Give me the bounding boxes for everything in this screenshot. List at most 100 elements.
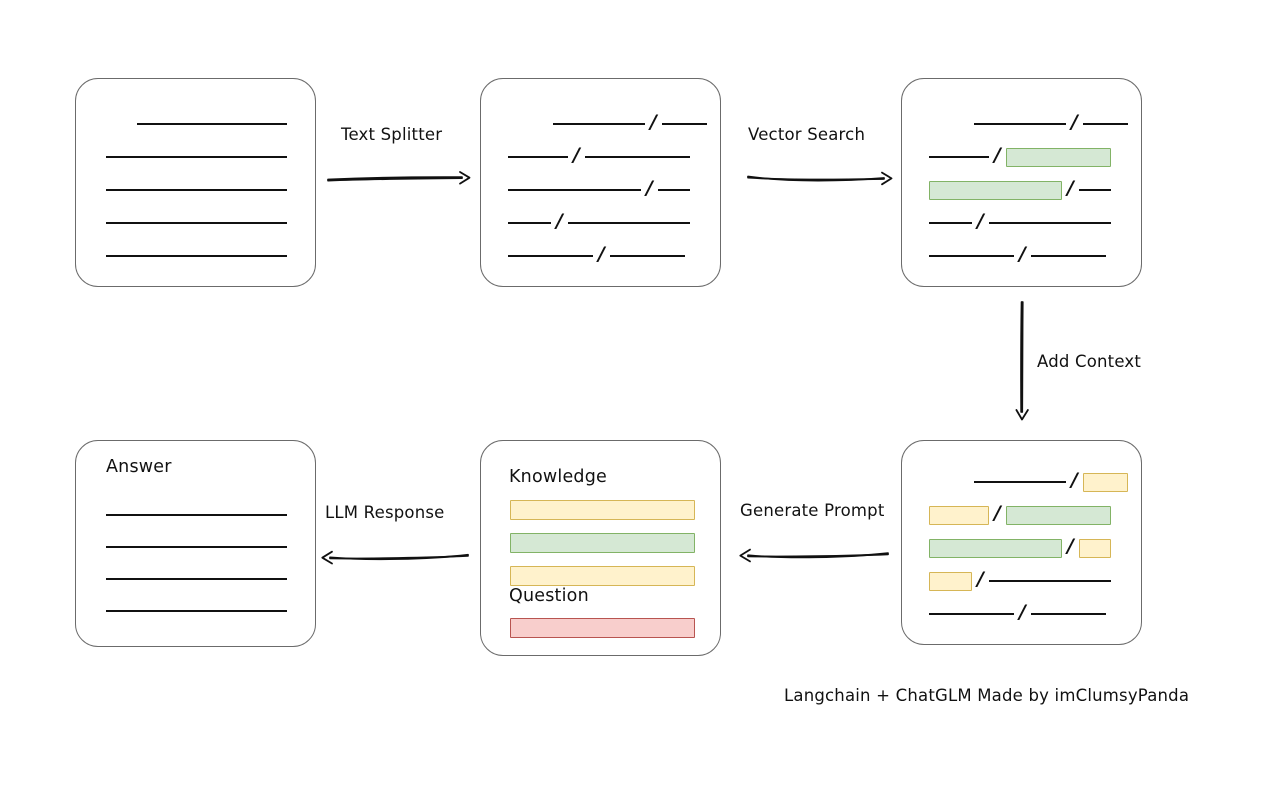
- document-line: [106, 602, 287, 620]
- text-underline: [106, 578, 287, 580]
- prompt-box[interactable]: Knowledge Question: [480, 440, 721, 656]
- line-slash: /: [994, 143, 1001, 166]
- document-line: /: [508, 209, 690, 232]
- text-underline: [929, 613, 1014, 615]
- text-underline: [137, 123, 287, 125]
- line-slash: /: [977, 567, 984, 590]
- document-line: /: [508, 242, 685, 265]
- document-line: [106, 506, 287, 524]
- answer-box[interactable]: Answer: [75, 440, 316, 647]
- vector-matched-document-rows: / / / / /: [902, 79, 1141, 286]
- arrow-llm-response: [321, 550, 469, 565]
- document-line: /: [974, 110, 1128, 133]
- source-document-box[interactable]: [75, 78, 316, 287]
- line-slash: /: [650, 110, 657, 133]
- highlight-yellow: [1078, 538, 1111, 558]
- text-underline: [106, 156, 287, 158]
- text-underline: [1078, 189, 1111, 191]
- edge-label-add-context: Add Context: [1037, 352, 1142, 371]
- source-document-rows: [76, 79, 315, 286]
- text-underline: [988, 222, 1111, 224]
- line-slash: /: [1067, 176, 1074, 199]
- text-underline: [929, 255, 1014, 257]
- text-underline: [508, 156, 568, 158]
- line-slash: /: [573, 143, 580, 166]
- document-line: /: [929, 600, 1106, 623]
- edge-label-vector-search: Vector Search: [748, 125, 866, 144]
- document-line: /: [929, 209, 1111, 232]
- knowledge-bar: [510, 500, 695, 520]
- line-slash: /: [1071, 110, 1078, 133]
- document-line: /: [929, 176, 1111, 200]
- document-line: [106, 181, 287, 199]
- split-document-rows: / / / / /: [481, 79, 720, 286]
- text-underline: [106, 222, 287, 224]
- knowledge-bar: [510, 566, 695, 586]
- knowledge-bar: [510, 533, 695, 553]
- text-underline: [508, 255, 593, 257]
- arrow-add-context: [1015, 301, 1029, 421]
- highlight-green: [929, 180, 1062, 200]
- highlight-green: [929, 538, 1062, 558]
- text-underline: [609, 255, 685, 257]
- text-underline: [106, 189, 287, 191]
- question-bar: [510, 618, 695, 638]
- text-underline: [508, 222, 551, 224]
- question-title: Question: [509, 586, 589, 606]
- context-added-document-box[interactable]: /////: [901, 440, 1142, 645]
- document-line: /: [929, 501, 1111, 525]
- text-underline: [1030, 255, 1106, 257]
- document-line: /: [929, 143, 1111, 167]
- line-slash: /: [1019, 600, 1026, 623]
- text-underline: [657, 189, 690, 191]
- arrow-generate-prompt: [739, 548, 889, 563]
- document-line: /: [553, 110, 707, 133]
- document-line: [137, 115, 287, 133]
- text-underline: [106, 255, 287, 257]
- text-underline: [553, 123, 645, 125]
- text-underline: [106, 546, 287, 548]
- line-slash: /: [977, 209, 984, 232]
- edge-label-generate-prompt: Generate Prompt: [740, 501, 885, 520]
- context-added-document-rows: /////: [902, 441, 1141, 644]
- text-underline: [974, 123, 1066, 125]
- document-line: [106, 214, 287, 232]
- line-slash: /: [994, 501, 1001, 524]
- document-line: [106, 570, 287, 588]
- text-underline: [661, 123, 707, 125]
- text-underline: [1082, 123, 1128, 125]
- line-slash: /: [1019, 242, 1026, 265]
- answer-rows: [76, 441, 315, 646]
- text-underline: [929, 156, 989, 158]
- arrow-vector-search: [747, 171, 893, 186]
- document-line: /: [508, 143, 690, 166]
- text-underline: [567, 222, 690, 224]
- text-underline: [929, 222, 972, 224]
- highlight-yellow: [929, 571, 972, 591]
- document-line: /: [974, 470, 1128, 492]
- footer-credit: Langchain + ChatGLM Made by imClumsyPand…: [784, 686, 1190, 705]
- text-underline: [508, 189, 641, 191]
- document-line: /: [929, 567, 1111, 591]
- edge-label-text-splitter: Text Splitter: [341, 125, 443, 144]
- vector-matched-document-box[interactable]: / / / / /: [901, 78, 1142, 287]
- document-line: /: [929, 242, 1106, 265]
- line-slash: /: [598, 242, 605, 265]
- document-line: /: [508, 178, 690, 199]
- text-underline: [106, 610, 287, 612]
- text-underline: [584, 156, 690, 158]
- highlight-green: [1005, 147, 1111, 167]
- highlight-yellow: [929, 505, 989, 525]
- highlight-yellow: [1082, 472, 1128, 492]
- line-slash: /: [556, 209, 563, 232]
- text-underline: [974, 481, 1066, 483]
- highlight-green: [1005, 505, 1111, 525]
- document-line: [106, 247, 287, 265]
- knowledge-title: Knowledge: [509, 467, 607, 487]
- text-underline: [988, 580, 1111, 582]
- document-line: [106, 538, 287, 556]
- split-document-box[interactable]: / / / / /: [480, 78, 721, 287]
- arrow-text-splitter: [327, 171, 471, 185]
- text-underline: [106, 514, 287, 516]
